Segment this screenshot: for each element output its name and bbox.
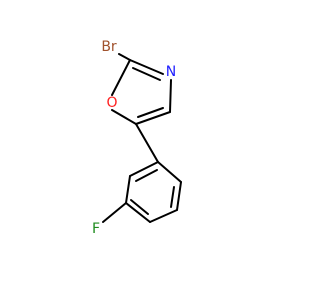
- molecule-structure-diagram: Br N O F: [92, 39, 182, 237]
- bond-c2-n-double: [132, 67, 161, 81]
- bond-c5-o: [111, 109, 137, 125]
- bonds: [102, 53, 182, 223]
- bond-ph1-ph2: [157, 161, 182, 183]
- bond-o-c2: [111, 59, 131, 96]
- bond-ph5-f: [102, 202, 127, 223]
- bond-ph2-ph3-double: [170, 186, 175, 208]
- bond-ph2-ph3: [176, 181, 182, 211]
- atom-label-nitrogen: N: [166, 64, 176, 80]
- bond-c2-n: [129, 59, 164, 75]
- bond-ph3-ph4: [149, 209, 178, 223]
- bond-ph6-ph1: [129, 161, 159, 177]
- atom-label-bromine: Br: [101, 39, 117, 55]
- bond-c4-c5: [135, 111, 171, 125]
- atom-label-oxygen: O: [106, 95, 117, 111]
- bond-ph6-ph1-double: [135, 169, 158, 182]
- bond-c5-phenyl: [135, 123, 159, 163]
- bond-ph4-ph5: [125, 202, 151, 223]
- bond-ph5-ph6: [125, 175, 131, 204]
- atom-label-fluorine: F: [92, 221, 100, 237]
- bond-c2-br: [118, 53, 131, 61]
- atom-labels: Br N O F: [92, 39, 176, 237]
- bond-c4-c5-double: [137, 107, 164, 118]
- bond-ph4-ph5-double: [130, 199, 149, 215]
- bond-n-c4: [169, 79, 172, 113]
